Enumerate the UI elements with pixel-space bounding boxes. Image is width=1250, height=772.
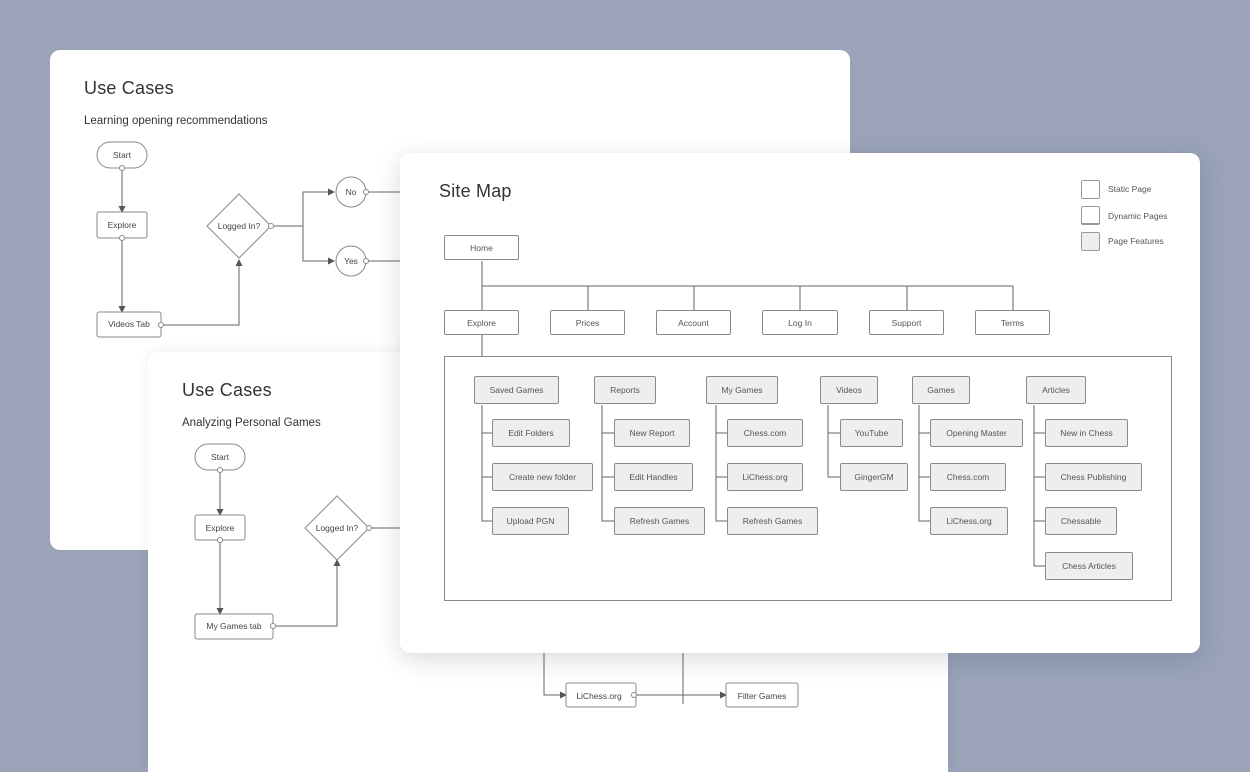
svg-text:My Games tab: My Games tab	[206, 621, 262, 631]
site-node-support[interactable]: Support	[869, 310, 944, 335]
svg-text:No: No	[346, 187, 357, 197]
legend-dynamic-swatch	[1081, 206, 1100, 225]
site-node-new-in-chess[interactable]: New in Chess	[1045, 419, 1128, 447]
flowchart-learning-openings: Start Explore Videos Tab Logged In? No	[96, 141, 410, 338]
flow-logged-in-decision: Logged In?	[206, 193, 272, 259]
flow-explore-node: Explore	[194, 514, 246, 541]
site-node-articles[interactable]: Articles	[1026, 376, 1086, 404]
site-node-opening-master[interactable]: Opening Master	[930, 419, 1023, 447]
legend-features-swatch	[1081, 232, 1100, 251]
use-case-title: Use Cases	[182, 380, 272, 400]
svg-text:Yes: Yes	[344, 256, 358, 266]
site-node-chess-com[interactable]: Chess.com	[727, 419, 803, 447]
site-node-edit-folders[interactable]: Edit Folders	[492, 419, 570, 447]
svg-text:Filter Games: Filter Games	[738, 691, 787, 701]
site-node-gingergm[interactable]: GingerGM	[840, 463, 908, 491]
site-map-connectors	[481, 261, 1045, 567]
site-node-refresh-games[interactable]: Refresh Games	[727, 507, 818, 535]
svg-text:Logged In?: Logged In?	[316, 523, 359, 533]
svg-text:LiChess.org: LiChess.org	[576, 691, 622, 701]
site-node-youtube[interactable]: YouTube	[840, 419, 903, 447]
site-node-lichess[interactable]: LiChess.org	[727, 463, 803, 491]
site-node-home[interactable]: Home	[444, 235, 519, 260]
flow-explore-node: Explore	[96, 211, 148, 239]
site-node-new-report[interactable]: New Report	[614, 419, 690, 447]
site-node-upload-pgn[interactable]: Upload PGN	[492, 507, 569, 535]
flow-lichess-node: LiChess.org	[565, 682, 637, 708]
legend-static-label: Static Page	[1108, 184, 1152, 194]
site-node-account[interactable]: Account	[656, 310, 731, 335]
site-map-title: Site Map	[439, 181, 512, 201]
site-node-chess-articles[interactable]: Chess Articles	[1045, 552, 1133, 580]
flow-my-games-tab-node: My Games tab	[194, 613, 274, 640]
site-map-card: Site Map Static Page Dynamic Pages Page …	[400, 153, 1200, 653]
legend-dynamic-label: Dynamic Pages	[1108, 211, 1168, 221]
site-node-games[interactable]: Games	[912, 376, 970, 404]
use-case-subtitle: Learning opening recommendations	[84, 115, 268, 127]
legend-static-swatch	[1081, 180, 1100, 199]
flow-start-node: Start	[96, 141, 148, 169]
site-node-videos[interactable]: Videos	[820, 376, 878, 404]
site-node-chess-publishing[interactable]: Chess Publishing	[1045, 463, 1142, 491]
svg-text:Start: Start	[211, 452, 230, 462]
svg-text:Start: Start	[113, 150, 132, 160]
flow-filter-games-node: Filter Games	[725, 682, 799, 708]
flow-logged-in-decision: Logged In?	[304, 495, 370, 561]
site-node-my-games[interactable]: My Games	[706, 376, 778, 404]
site-node-chessable[interactable]: Chessable	[1045, 507, 1117, 535]
flow-yes-node: Yes	[335, 245, 367, 277]
legend-features-label: Page Features	[1108, 236, 1164, 246]
site-node-login[interactable]: Log In	[762, 310, 838, 335]
flowchart-analyzing-games: Start Explore My Games tab Logged In? Li…	[194, 443, 799, 708]
site-node-lichess[interactable]: LiChess.org	[930, 507, 1008, 535]
svg-text:Videos Tab: Videos Tab	[108, 319, 150, 329]
flow-videos-tab-node: Videos Tab	[96, 311, 162, 338]
svg-text:Explore: Explore	[206, 523, 235, 533]
site-node-chess-com[interactable]: Chess.com	[930, 463, 1006, 491]
site-node-edit-handles[interactable]: Edit Handles	[614, 463, 693, 491]
use-case-title: Use Cases	[84, 78, 174, 98]
site-node-terms[interactable]: Terms	[975, 310, 1050, 335]
site-node-saved-games[interactable]: Saved Games	[474, 376, 559, 404]
flow-start-node: Start	[194, 443, 246, 471]
svg-text:Logged In?: Logged In?	[218, 221, 261, 231]
svg-text:Explore: Explore	[108, 220, 137, 230]
site-node-reports[interactable]: Reports	[594, 376, 656, 404]
use-case-subtitle: Analyzing Personal Games	[182, 417, 321, 429]
flow-no-node: No	[335, 176, 367, 208]
explore-section-group	[444, 356, 1172, 601]
site-node-refresh-games[interactable]: Refresh Games	[614, 507, 705, 535]
site-node-create-new-folder[interactable]: Create new folder	[492, 463, 593, 491]
site-node-explore[interactable]: Explore	[444, 310, 519, 335]
site-node-prices[interactable]: Prices	[550, 310, 625, 335]
